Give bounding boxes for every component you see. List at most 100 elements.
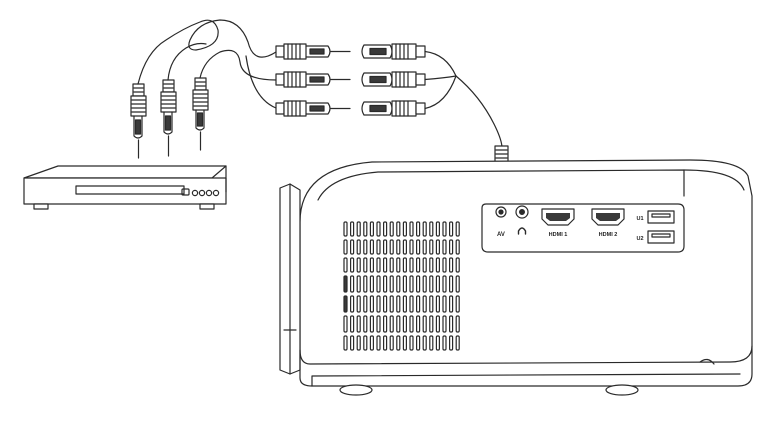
vent-slot (389, 275, 394, 293)
vent-slot (389, 221, 394, 237)
vent-slot (449, 257, 454, 273)
vent-slot (455, 335, 460, 351)
vent-slot (383, 257, 388, 273)
vent-slot (402, 295, 407, 313)
vent-slot (435, 221, 440, 237)
vent-slot (402, 221, 407, 237)
vent-slot (383, 221, 388, 237)
vent-slot (442, 257, 447, 273)
vent-slot (422, 221, 427, 237)
vent-slot (396, 335, 401, 351)
av-port (495, 206, 507, 218)
vent-slot (383, 275, 388, 293)
vent-slot (343, 257, 348, 273)
vent-slot (416, 239, 421, 255)
vent-slot (416, 295, 421, 313)
vent-slot (442, 315, 447, 333)
vent-slot (435, 239, 440, 255)
vent-slot (343, 275, 348, 293)
vent-slot (363, 221, 368, 237)
vent-slot (343, 295, 348, 313)
vent-slot (409, 239, 414, 255)
vent-slot (356, 221, 361, 237)
vent-slot (369, 239, 374, 255)
vent-slot (343, 239, 348, 255)
vent-slot (416, 335, 421, 351)
vent-slot (363, 257, 368, 273)
vent-slot (422, 315, 427, 333)
vent-slot (376, 239, 381, 255)
vent-slot (376, 275, 381, 293)
vent-slot (376, 335, 381, 351)
usb1-port (647, 210, 675, 224)
rca-plug-left-1 (130, 83, 147, 159)
vent-slot (376, 295, 381, 313)
vent-slot (363, 335, 368, 351)
vent-slot (376, 315, 381, 333)
vent-slot (383, 239, 388, 255)
vent-slot (435, 275, 440, 293)
hdmi2-port-label: HDMI 2 (599, 232, 618, 238)
vent-slot (389, 335, 394, 351)
vent-slot (422, 335, 427, 351)
vent-slot (416, 315, 421, 333)
vent-slot (416, 257, 421, 273)
vent-slot (455, 257, 460, 273)
vent-slot (435, 315, 440, 333)
vent-slot (356, 295, 361, 313)
vent-slot (402, 335, 407, 351)
vent-slot (350, 239, 355, 255)
vent-slot (455, 239, 460, 255)
vent-slot (383, 335, 388, 351)
vent-slot (449, 239, 454, 255)
vent-slot (383, 315, 388, 333)
vent-grille (343, 221, 460, 351)
vent-slot (402, 257, 407, 273)
rca-plug-mid-3 (275, 100, 351, 117)
vent-slot (442, 275, 447, 293)
vent-slot (416, 221, 421, 237)
headphone-icon (517, 227, 527, 235)
vent-slot (363, 239, 368, 255)
vent-slot (369, 257, 374, 273)
vent-slot (350, 315, 355, 333)
vent-slot (435, 335, 440, 351)
vent-slot (350, 275, 355, 293)
vent-slot (409, 221, 414, 237)
vent-slot (363, 295, 368, 313)
vent-slot (383, 295, 388, 313)
vent-slot (422, 239, 427, 255)
rca-plug-left-3 (192, 77, 209, 151)
vent-slot (449, 221, 454, 237)
vent-slot (409, 315, 414, 333)
vent-slot (449, 315, 454, 333)
usb2-port-label: U2 (636, 236, 643, 242)
vent-slot (409, 335, 414, 351)
vent-slot (416, 275, 421, 293)
vent-slot (429, 315, 434, 333)
vent-slot (435, 295, 440, 313)
vent-slot (363, 315, 368, 333)
vent-slot (455, 295, 460, 313)
vent-slot (369, 221, 374, 237)
vent-slot (376, 221, 381, 237)
rca-socket-right-3 (361, 100, 426, 117)
vent-slot (455, 221, 460, 237)
vent-slot (369, 335, 374, 351)
vent-slot (402, 275, 407, 293)
vent-slot (442, 335, 447, 351)
vent-slot (449, 295, 454, 313)
usb1-port-label: U1 (636, 216, 643, 222)
vent-slot (376, 257, 381, 273)
vent-slot (369, 295, 374, 313)
vent-slot (409, 295, 414, 313)
vent-slot (356, 315, 361, 333)
rca-cable-left (137, 19, 277, 109)
rca-plug-mid-2 (275, 71, 351, 88)
rca-socket-right-2 (361, 71, 426, 88)
vent-slot (409, 275, 414, 293)
rca-socket-right-1 (361, 43, 426, 60)
vent-slot (402, 315, 407, 333)
vent-slot (350, 295, 355, 313)
vent-slot (422, 295, 427, 313)
